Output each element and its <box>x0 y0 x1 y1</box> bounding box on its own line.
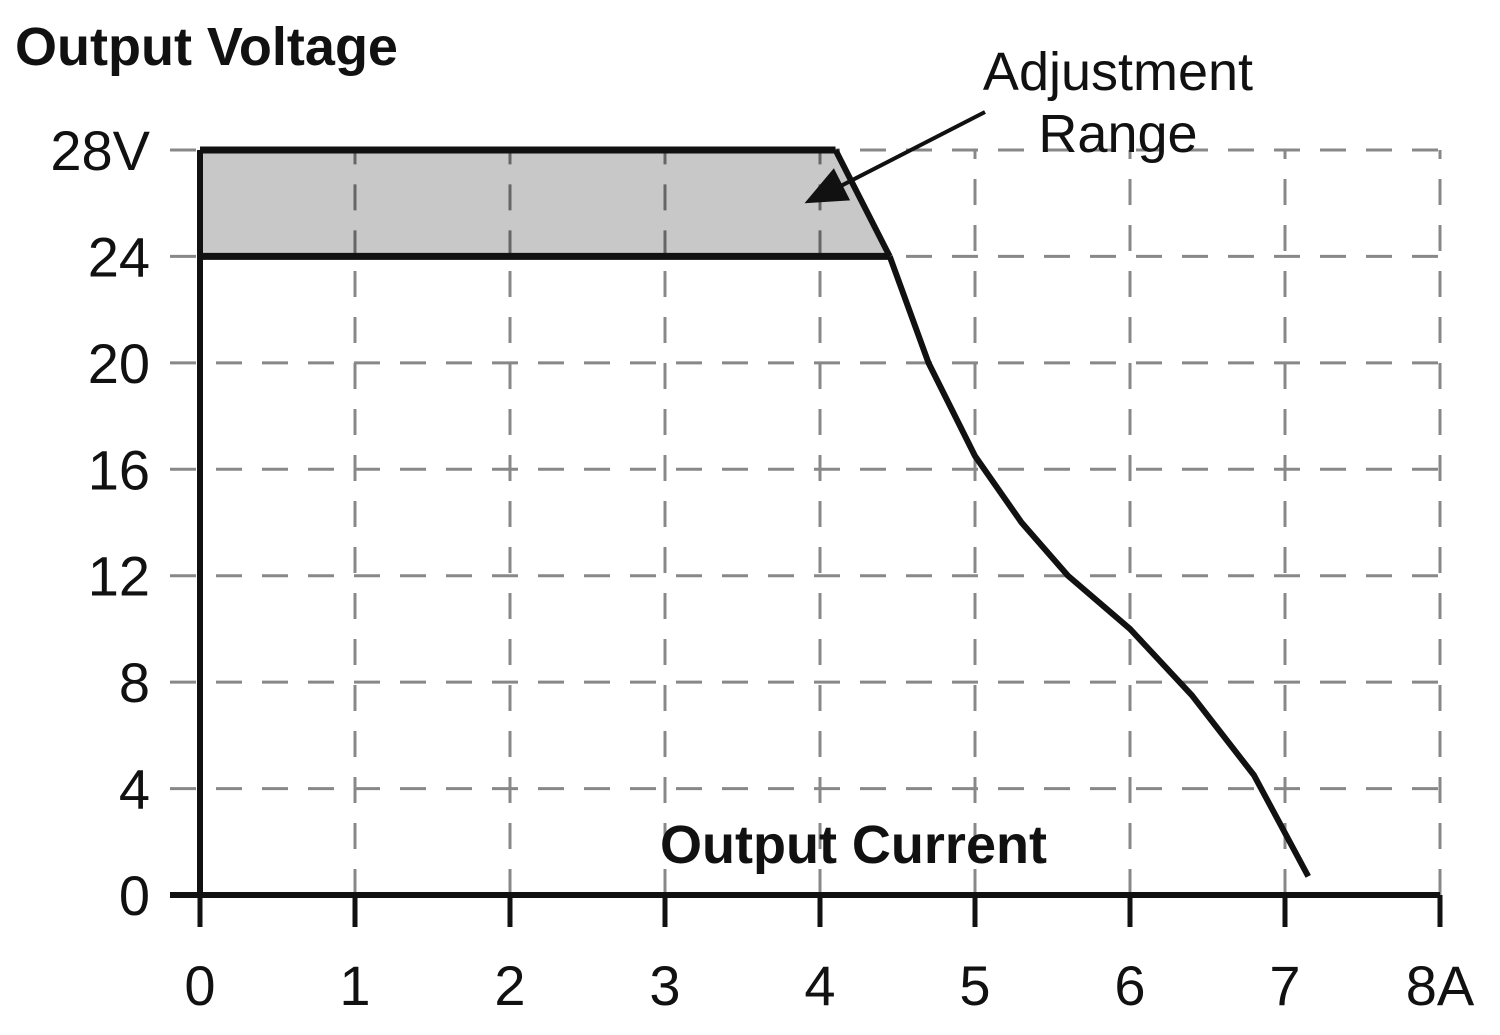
y-tick-label: 28V <box>50 119 150 182</box>
adjustment-range-fill <box>200 150 890 257</box>
adjustment-range-label-line1: Adjustment <box>983 42 1253 102</box>
adjustment-foldback-edge <box>832 148 893 258</box>
foldback-curve <box>886 255 1311 878</box>
y-tick-label: 4 <box>119 758 150 821</box>
y-tick-label: 20 <box>88 332 150 395</box>
grid <box>170 148 1442 895</box>
x-axis-title: Output Current <box>660 815 1047 875</box>
y-tick-label: 12 <box>88 545 150 608</box>
axes <box>170 150 1443 927</box>
x-tick-label: 8A <box>1406 954 1475 1017</box>
x-tick-label: 3 <box>649 954 680 1017</box>
x-tick-label: 6 <box>1114 954 1145 1017</box>
y-tick-label: 24 <box>88 225 150 288</box>
series <box>200 146 1311 878</box>
x-tick-label: 1 <box>339 954 370 1017</box>
y-tick-label: 16 <box>88 438 150 501</box>
x-tick-label: 7 <box>1269 954 1300 1017</box>
x-tick-label: 0 <box>184 954 215 1017</box>
adjustment-range-label-line2: Range <box>1038 104 1197 164</box>
arrow-head-icon <box>804 168 851 204</box>
x-tick-label: 2 <box>494 954 525 1017</box>
x-tick-label: 4 <box>804 954 835 1017</box>
x-tick-label: 5 <box>959 954 990 1017</box>
y-axis-title: Output Voltage <box>15 17 398 77</box>
adjustment-range-area <box>200 150 890 257</box>
y-tick-label: 8 <box>119 651 150 714</box>
annotations: Output Voltage Output Current Adjustment… <box>15 17 1253 875</box>
adjustment-range-arrow <box>833 110 986 191</box>
y-tick-label: 0 <box>119 864 150 927</box>
